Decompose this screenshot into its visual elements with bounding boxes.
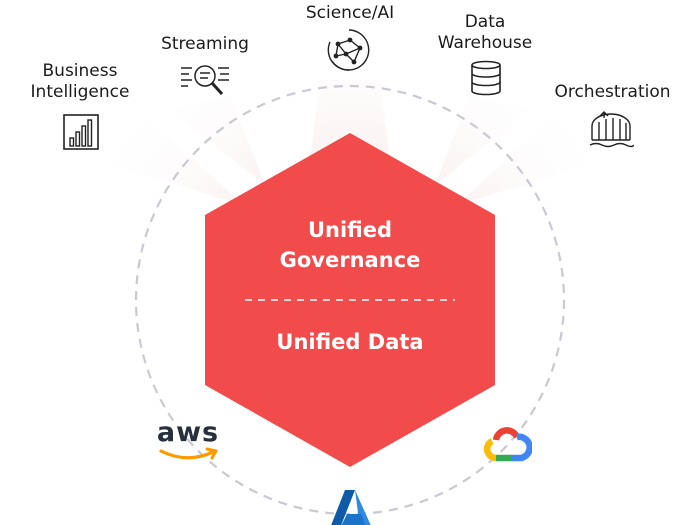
aws-smile-icon	[159, 447, 218, 460]
streaming-icon	[181, 65, 229, 96]
aws-logo-icon: aws	[155, 418, 225, 464]
azure-logo-icon	[331, 490, 371, 525]
streaming-label: Streaming	[161, 34, 249, 54]
orchestration-label: Orchestration	[554, 82, 671, 102]
connection-beams	[60, 80, 640, 205]
aws-wordmark: aws	[156, 417, 220, 448]
business-intelligence-label: Business Intelligence	[30, 61, 130, 102]
unified-governance-label: Unified Governance	[279, 218, 421, 272]
network-brain-icon	[327, 29, 370, 71]
bar-chart-icon	[63, 114, 99, 150]
unified-data-label: Unified Data	[276, 330, 424, 354]
orchestration-icon	[589, 111, 634, 148]
science-ai-label: Science/AI	[305, 3, 395, 23]
google-cloud-logo-icon	[483, 427, 532, 462]
database-icon	[471, 60, 501, 96]
data-warehouse-label: Data Warehouse	[437, 12, 533, 53]
